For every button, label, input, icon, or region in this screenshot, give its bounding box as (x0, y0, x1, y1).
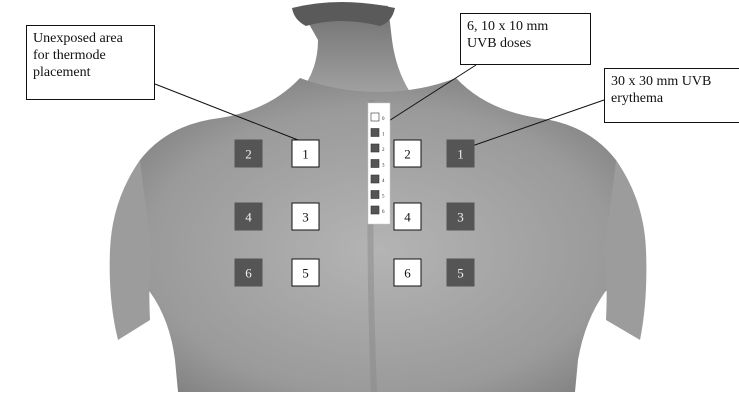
doses-callout-line-2: UVB doses (467, 35, 584, 52)
left-thermode-square-1: 1 (292, 140, 319, 167)
left-thermode-square-5: 5 (292, 259, 319, 286)
right-thermode-square-2: 2 (394, 140, 421, 167)
thermode-callout-line-1: Unexposed area (33, 30, 148, 47)
dose-strip-box-1 (371, 129, 379, 137)
erythema-callout-line-1: 30 x 30 mm UVB (611, 73, 733, 90)
dose-strip-box-5 (371, 191, 379, 199)
doses-callout-line-1: 6, 10 x 10 mm (467, 18, 584, 35)
right-erythema-square-1: 1 (447, 140, 474, 167)
left-erythema-square-2-label: 2 (245, 147, 252, 162)
right-thermode-square-2-label: 2 (404, 147, 411, 162)
dose-strip-box-4 (371, 175, 379, 183)
dose-strip-box-0 (371, 113, 379, 121)
dose-strip-box-3 (371, 160, 379, 168)
left-erythema-square-2: 2 (235, 140, 262, 167)
thermode-callout-line-3: placement (33, 64, 148, 81)
erythema-callout-line-2: erythema (611, 90, 733, 107)
dose-strip-box-2 (371, 144, 379, 152)
left-thermode-square-3-label: 3 (302, 210, 309, 225)
right-thermode-square-6: 6 (394, 259, 421, 286)
left-erythema-square-6: 6 (235, 259, 262, 286)
right-thermode-square-4-label: 4 (404, 210, 411, 225)
right-erythema-square-3: 3 (447, 203, 474, 230)
right-erythema-square-5-label: 5 (457, 266, 464, 281)
right-erythema-square-3-label: 3 (457, 210, 464, 225)
dose-strip-box-6 (371, 206, 379, 214)
right-erythema-square-1-label: 1 (457, 147, 464, 162)
left-erythema-square-4: 4 (235, 203, 262, 230)
right-erythema-square-5: 5 (447, 259, 474, 286)
thermode-callout-line-2: for thermode (33, 47, 148, 64)
left-thermode-square-3: 3 (292, 203, 319, 230)
uvb-doses-callout: 6, 10 x 10 mm UVB doses (460, 13, 591, 65)
erythema-callout: 30 x 30 mm UVB erythema (604, 68, 739, 123)
left-erythema-square-6-label: 6 (245, 266, 252, 281)
right-thermode-square-4: 4 (394, 203, 421, 230)
left-thermode-square-5-label: 5 (302, 266, 309, 281)
left-erythema-square-4-label: 4 (245, 210, 252, 225)
left-thermode-square-1-label: 1 (302, 147, 309, 162)
right-thermode-square-6-label: 6 (404, 266, 411, 281)
thermode-callout: Unexposed area for thermode placement (26, 25, 155, 100)
